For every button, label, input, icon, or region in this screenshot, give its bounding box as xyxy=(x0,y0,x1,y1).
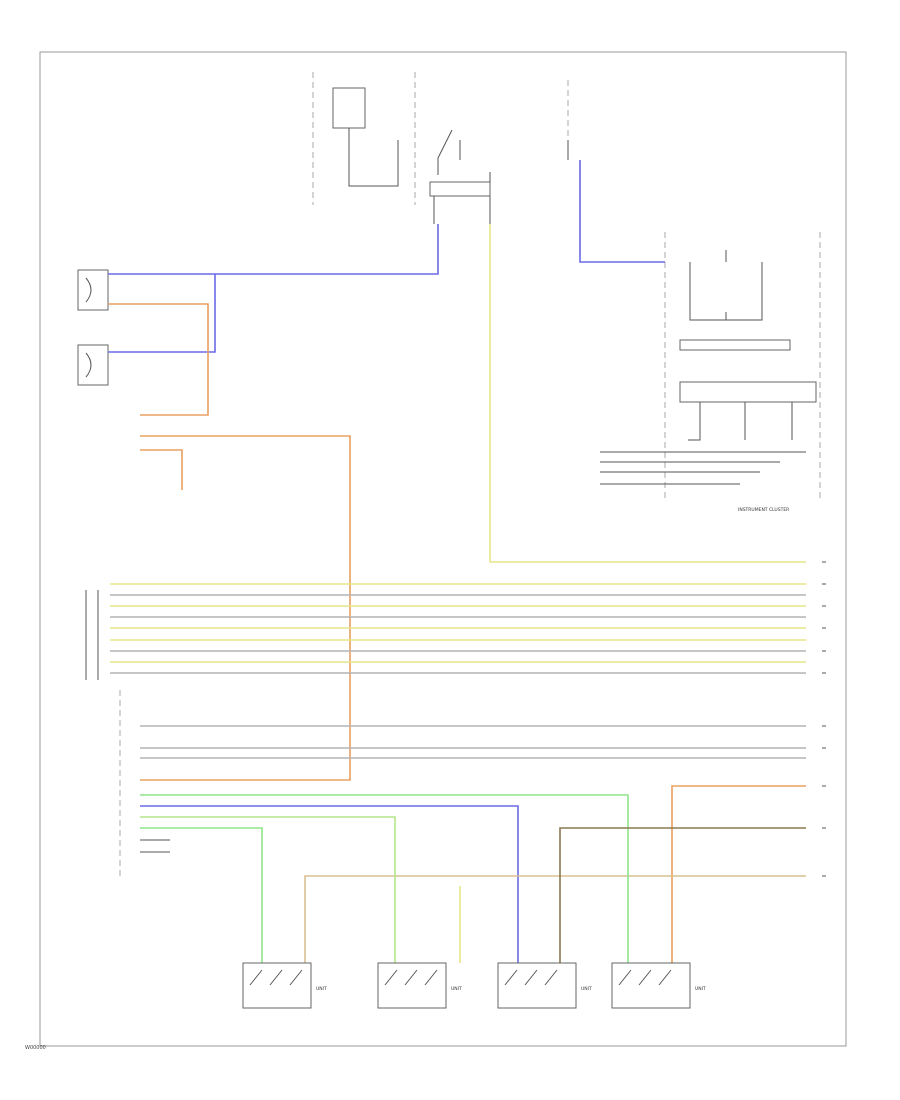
wire-blue-branch xyxy=(108,274,216,353)
relay-out xyxy=(433,172,491,224)
relay-switch xyxy=(437,129,461,175)
cluster-internal-b xyxy=(688,402,793,441)
bottom-module-3: UNIT xyxy=(497,962,592,1009)
wire-blue-lower xyxy=(140,805,519,963)
left-rear-speaker xyxy=(77,344,109,386)
wire-green-a xyxy=(140,794,629,963)
wire-yellow-vertical xyxy=(489,224,806,563)
fuse-feed xyxy=(348,128,399,187)
svg-text:UNIT: UNIT xyxy=(695,986,706,992)
diagram-footer: W00000 xyxy=(25,1045,46,1051)
bottom-module-4: UNIT xyxy=(611,962,706,1009)
wire-orange-top xyxy=(108,303,209,416)
wire-tan-right xyxy=(304,875,806,963)
bottom-module-1: UNIT xyxy=(242,962,327,1009)
grey-bus xyxy=(110,594,806,759)
speaker-cone-1 xyxy=(85,277,92,303)
svg-text:UNIT: UNIT xyxy=(316,986,327,992)
wire-orange-small xyxy=(140,449,183,490)
wire-green-b xyxy=(140,827,263,963)
wire-lime-a xyxy=(140,816,396,963)
fuse-block xyxy=(332,87,366,129)
cluster-label: INSTRUMENT CLUSTER xyxy=(738,507,789,513)
relay-connector xyxy=(429,181,491,197)
speaker-cone-2 xyxy=(85,352,92,378)
left-front-speaker xyxy=(77,269,109,311)
lower-left-pins xyxy=(140,839,170,853)
wire-brown xyxy=(559,827,806,963)
cluster-internal-a xyxy=(689,250,763,321)
wire-blue-top xyxy=(108,224,439,275)
cluster-pins xyxy=(600,451,806,485)
wire-orange-right xyxy=(671,785,806,963)
diagram-frame xyxy=(39,51,847,1047)
yellow-bus xyxy=(110,583,806,663)
svg-text:UNIT: UNIT xyxy=(451,986,462,992)
wire-orange-mid xyxy=(140,435,351,781)
left-module-pins xyxy=(85,590,99,680)
svg-text:UNIT: UNIT xyxy=(581,986,592,992)
wire-blue-right xyxy=(579,160,665,263)
bottom-module-2: UNIT xyxy=(377,962,462,1009)
cluster-lower-box xyxy=(679,381,817,403)
right-terminal-markers xyxy=(822,561,826,877)
cluster-bar xyxy=(679,339,791,351)
